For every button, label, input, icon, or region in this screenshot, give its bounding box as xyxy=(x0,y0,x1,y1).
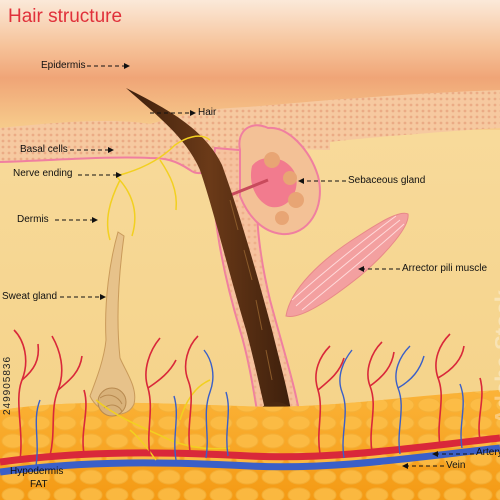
hypodermis-fat-layer xyxy=(0,390,500,500)
vein-capillaries xyxy=(35,345,464,467)
label-basal-cells: Basal cells xyxy=(20,144,68,155)
label-leaders xyxy=(55,65,474,467)
sweat-gland xyxy=(89,231,136,417)
label-vein: Vein xyxy=(446,460,466,471)
label-hair: Hair xyxy=(198,107,217,118)
label-dermis: Dermis xyxy=(17,214,49,225)
main-artery xyxy=(0,434,500,466)
nerve-fibers xyxy=(95,135,231,461)
label-fat: FAT xyxy=(30,479,48,490)
hair-shaft xyxy=(126,88,292,426)
label-nerve-ending: Nerve ending xyxy=(13,168,73,179)
label-sebaceous-gland: Sebaceous gland xyxy=(348,175,426,186)
label-arrector-pili-muscle: Arrector pili muscle xyxy=(402,263,488,274)
sebaceous-gland xyxy=(227,124,321,236)
label-hypodermis: Hypodermis xyxy=(10,466,64,477)
label-sweat-gland: Sweat gland xyxy=(2,291,58,302)
stock-id-watermark: 249905836 xyxy=(2,355,13,415)
arrector-pili-muscle xyxy=(285,212,409,317)
label-epidermis: Epidermis xyxy=(41,60,86,71)
stock-watermark: Adobe Stock xyxy=(490,290,500,425)
artery-capillaries xyxy=(13,329,483,461)
diagram-title: Hair structure xyxy=(8,6,123,27)
label-artery: Artery xyxy=(476,447,500,458)
main-vein xyxy=(0,444,500,476)
label-arrowheads xyxy=(92,63,438,469)
